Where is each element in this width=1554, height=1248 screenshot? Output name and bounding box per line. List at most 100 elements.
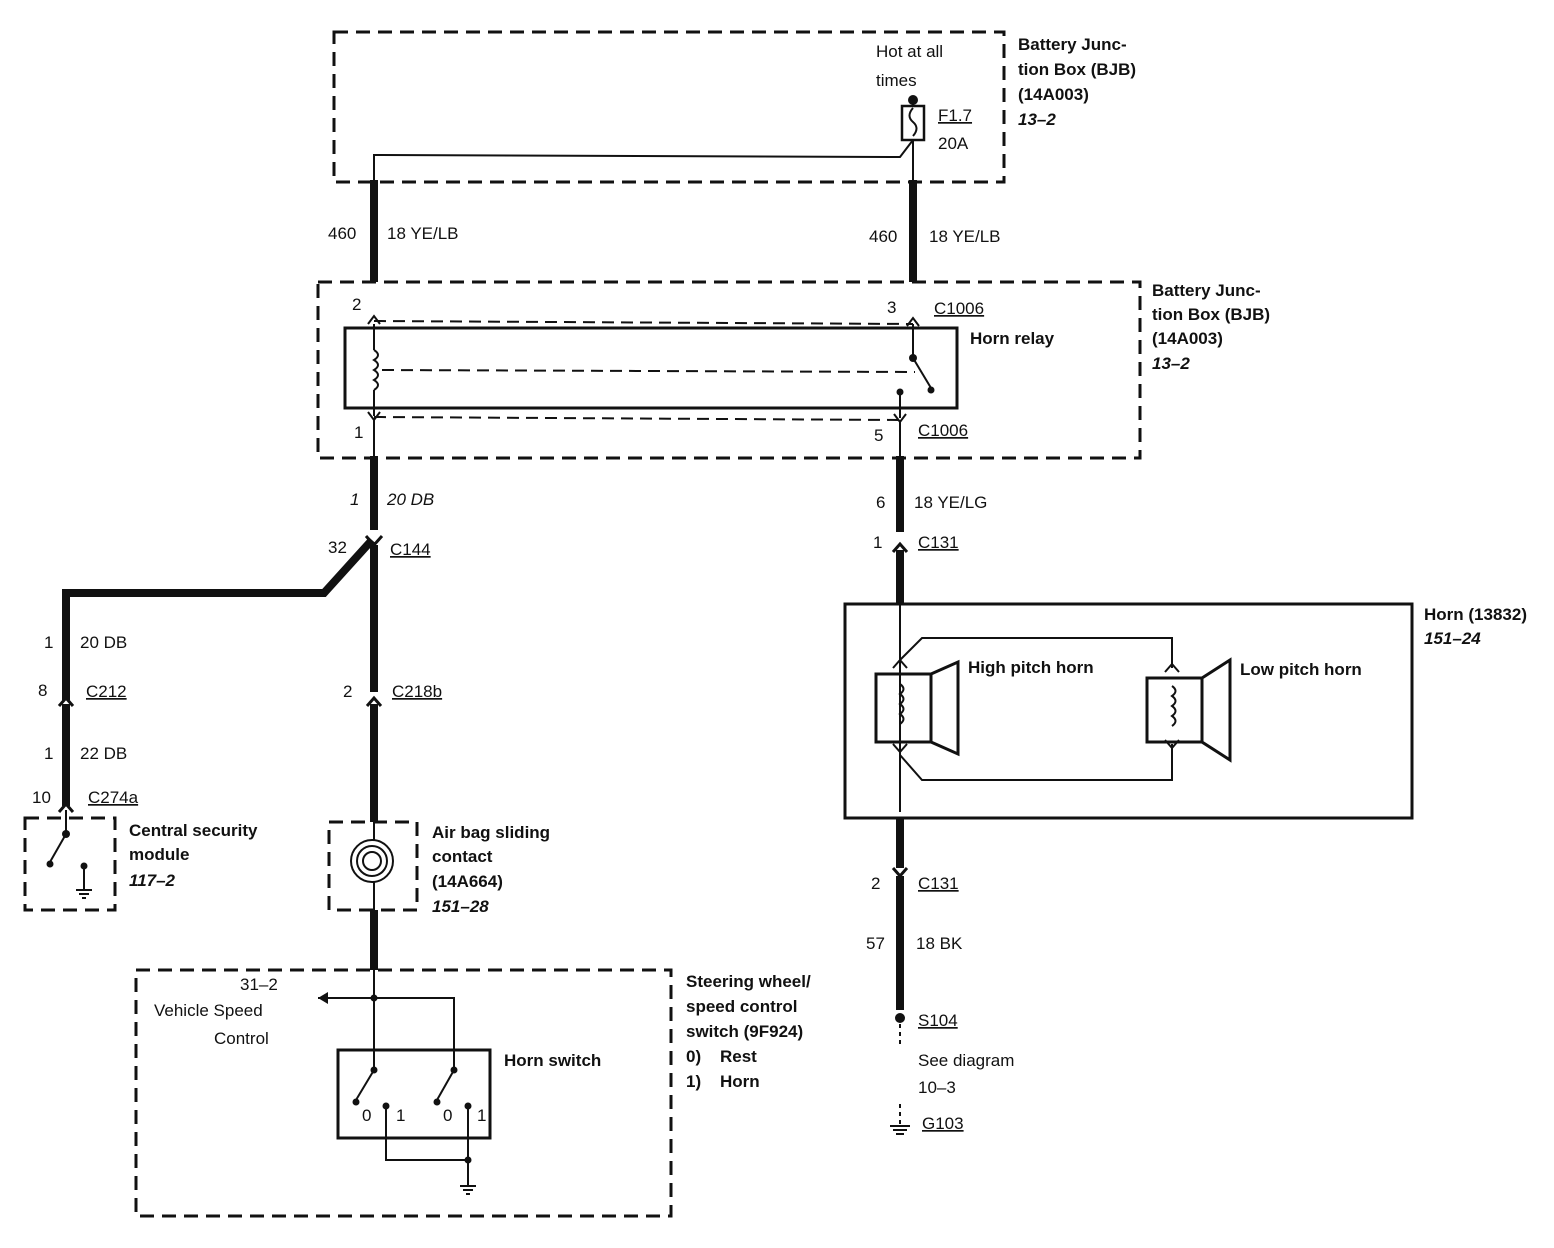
bjb-top-title-3: (14A003)	[1018, 85, 1089, 104]
relay-conn-top: C1006	[934, 299, 984, 318]
horn-parallel-top-wire	[899, 637, 1173, 668]
wire-460-right-circuit: 460	[869, 227, 897, 246]
relay-pin-5: 5	[874, 426, 883, 445]
airbag-ref: 151–28	[432, 897, 489, 916]
hot-at-all-times-1: Hot at all	[876, 42, 943, 61]
horn-assembly-box	[843, 602, 1414, 820]
csm-title-1: Central security	[129, 821, 258, 840]
horn-relay-box	[343, 326, 959, 410]
c218b-name: C218b	[392, 682, 442, 701]
steering-pos0: Rest	[720, 1047, 757, 1066]
bjb-relay-box	[316, 280, 1142, 460]
hot-at-all-times-2: times	[876, 71, 917, 90]
fuse-branch-wire	[373, 139, 914, 180]
left-w2-circuit: 1	[44, 744, 53, 763]
c218b-pin: 2	[343, 682, 352, 701]
c212-name: C212	[86, 682, 127, 701]
horn-switch-blade-1-icon	[355, 1069, 375, 1101]
horn-switch-pos-a0: 0	[362, 1106, 371, 1125]
fuse-name: F1.7	[938, 106, 972, 125]
wire-460-left-circuit: 460	[328, 224, 356, 243]
steering-title-3: switch (9F924)	[686, 1022, 803, 1041]
relay-pin-2: 2	[352, 295, 361, 314]
relay-switch-contact	[927, 386, 935, 394]
csm-switch-icon	[49, 833, 67, 863]
c144-pin: 32	[328, 538, 347, 557]
relay-coil-icon	[372, 349, 379, 391]
c131-top-pin: 1	[873, 533, 882, 552]
csm-ref: 117–2	[129, 871, 176, 890]
steering-pos0-num: 0)	[686, 1047, 701, 1066]
relay-pin-3: 3	[887, 298, 896, 317]
airbag-title-2: contact	[432, 847, 493, 866]
airbag-title-3: (14A664)	[432, 872, 503, 891]
wire-6-circuit: 6	[876, 493, 885, 512]
c274a-pin: 10	[32, 788, 51, 807]
horn-parallel-bottom-wire	[899, 744, 1173, 781]
bjb-relay-title-1: Battery Junc-	[1152, 281, 1261, 300]
relay-conn-bottom: C1006	[918, 421, 968, 440]
c274a-name: C274a	[88, 788, 139, 807]
bjb-top-ref: 13–2	[1018, 110, 1056, 129]
g103-label: G103	[922, 1114, 964, 1133]
bjb-top-title-1: Battery Junc-	[1018, 35, 1127, 54]
bjb-relay-title-2: tion Box (BJB)	[1152, 305, 1270, 324]
bjb-relay-title-3: (14A003)	[1152, 329, 1223, 348]
c131-bottom-pin: 2	[871, 874, 880, 893]
horn-switch-pos-b1: 1	[477, 1106, 486, 1125]
relay-actuator-line	[381, 369, 916, 373]
wire-6-gauge: 18 YE/LG	[914, 493, 987, 512]
splice-s104-icon	[895, 1013, 905, 1023]
horn-switch-blade-2-icon	[436, 1069, 455, 1101]
csm-title-2: module	[129, 845, 189, 864]
steering-title-1: Steering wheel/	[686, 972, 811, 991]
vsc-label-2: Control	[214, 1029, 269, 1048]
airbag-title-1: Air bag sliding	[432, 823, 550, 842]
see-diagram-2: 10–3	[918, 1078, 956, 1097]
wire-460-left-gauge: 18 YE/LB	[387, 224, 459, 243]
left-w1-circuit: 1	[44, 633, 53, 652]
vsc-label-1: Vehicle Speed	[154, 1001, 263, 1020]
steering-title-2: speed control	[686, 997, 797, 1016]
horn-switch-pos-b0: 0	[443, 1106, 452, 1125]
clockspring-icon	[350, 839, 394, 883]
wire-460-right-gauge: 18 YE/LB	[929, 227, 1001, 246]
relay-pin-1: 1	[354, 423, 363, 442]
horn-switch-label: Horn switch	[504, 1051, 601, 1070]
horn-title: Horn (13832)	[1424, 605, 1527, 624]
steering-pos1: Horn	[720, 1072, 760, 1091]
bjb-top-box	[332, 30, 1006, 184]
fuse-rating: 20A	[938, 134, 969, 153]
wire-1-gauge: 20 DB	[386, 490, 434, 509]
c212-pin: 8	[38, 681, 47, 700]
wire-57-circuit: 57	[866, 934, 885, 953]
c131-bottom-name: C131	[918, 874, 959, 893]
left-w1-gauge: 20 DB	[80, 633, 127, 652]
connector-c1006-top-line	[373, 320, 914, 325]
relay-switch-blade-icon	[912, 357, 932, 389]
c144-name: C144	[390, 540, 431, 559]
horn-switch-ground-wire	[385, 1106, 468, 1161]
left-w2-gauge: 22 DB	[80, 744, 127, 763]
steering-pos1-num: 1)	[686, 1072, 701, 1091]
wire-branch-to-csm	[62, 537, 375, 700]
central-security-module-box	[23, 816, 117, 912]
horn-switch-box	[336, 1048, 492, 1140]
horn-relay-label: Horn relay	[970, 329, 1055, 348]
c131-top-name: C131	[918, 533, 959, 552]
s104-label: S104	[918, 1011, 958, 1030]
high-pitch-horn-label: High pitch horn	[968, 658, 1094, 677]
steering-wheel-switch-box	[134, 968, 673, 1218]
bjb-relay-ref: 13–2	[1152, 354, 1190, 373]
wire-57-gauge: 18 BK	[916, 934, 963, 953]
vsc-arrow-icon	[318, 992, 328, 1004]
low-pitch-horn-label: Low pitch horn	[1240, 660, 1362, 679]
connector-c1006-bottom-line	[373, 416, 901, 421]
horn-ref: 151–24	[1424, 629, 1481, 648]
horn-switch-pos-a1: 1	[396, 1106, 405, 1125]
see-diagram-1: See diagram	[918, 1051, 1014, 1070]
vsc-ref: 31–2	[240, 975, 278, 994]
wire-1-circuit: 1	[350, 490, 359, 509]
bjb-top-title-2: tion Box (BJB)	[1018, 60, 1136, 79]
